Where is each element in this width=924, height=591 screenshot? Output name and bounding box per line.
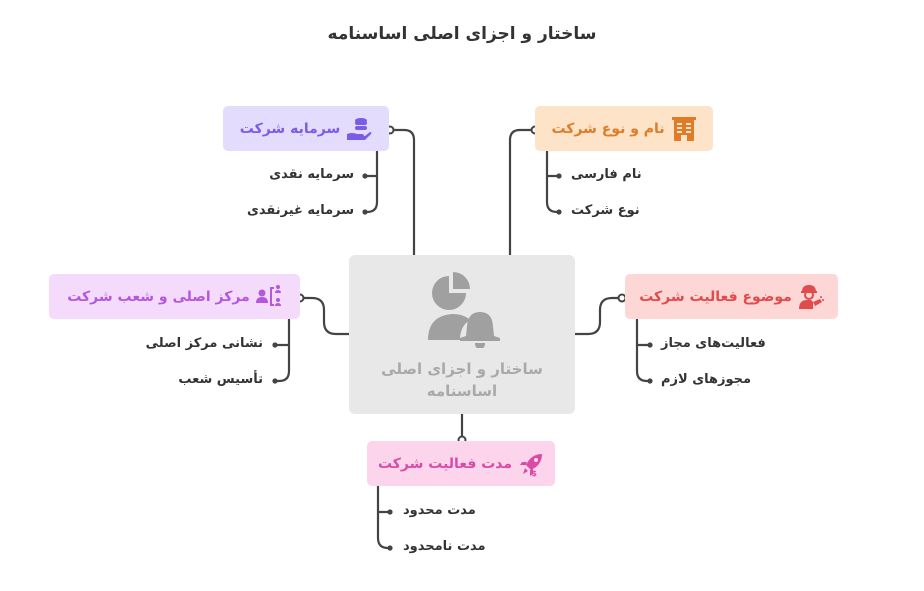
branch-name-type-label: نام و نوع شرکت <box>551 120 665 137</box>
rocket-dollar-icon: $ $ <box>518 451 544 477</box>
worker-tools-icon <box>798 284 824 310</box>
branch-name-type[interactable]: نام و نوع شرکت <box>535 106 713 151</box>
leaf-persian-name[interactable]: نام فارسی <box>571 167 642 182</box>
leaf-required-licenses[interactable]: مجوزهای لازم <box>661 372 752 387</box>
branch-capital-label: سرمایه شرکت <box>239 120 341 137</box>
leaf-company-type[interactable]: نوع شرکت <box>571 203 640 218</box>
branch-headquarters-label: مرکز اصلی و شعب شرکت <box>67 288 250 305</box>
leaf-permitted-activities[interactable]: فعالیت‌های مجاز <box>661 336 766 351</box>
center-label: ساختار و اجزای اصلی اساسنامه <box>381 359 543 400</box>
leaf-cash-capital[interactable]: سرمایه نقدی <box>269 167 354 182</box>
leaf-branch-establishment[interactable]: تأسیس شعب <box>178 372 263 387</box>
branch-duration-label: مدت فعالیت شرکت <box>377 455 513 472</box>
svg-text:$: $ <box>532 469 538 477</box>
leaf-hq-address[interactable]: نشانی مرکز اصلی <box>145 336 263 351</box>
coins-hand-icon <box>346 116 372 142</box>
branch-capital[interactable]: سرمایه شرکت <box>223 106 389 151</box>
leaf-unlimited-duration[interactable]: مدت نامحدود <box>403 539 486 554</box>
center-node[interactable]: ساختار و اجزای اصلی اساسنامه <box>349 255 575 414</box>
building-icon <box>671 116 697 142</box>
branch-headquarters[interactable]: مرکز اصلی و شعب شرکت <box>49 274 300 319</box>
branch-duration[interactable]: $ $ مدت فعالیت شرکت <box>367 441 555 486</box>
leaf-noncash-capital[interactable]: سرمایه غیرنقدی <box>246 203 354 218</box>
diagram-title: ساختار و اجزای اصلی اساسنامه <box>327 24 597 44</box>
org-branches-icon <box>255 284 282 310</box>
branch-activity[interactable]: موضوع فعالیت شرکت <box>625 274 838 319</box>
branch-activity-label: موضوع فعالیت شرکت <box>639 288 792 305</box>
leaf-limited-duration[interactable]: مدت محدود <box>403 503 476 518</box>
user-pie-bell-icon <box>428 271 500 348</box>
